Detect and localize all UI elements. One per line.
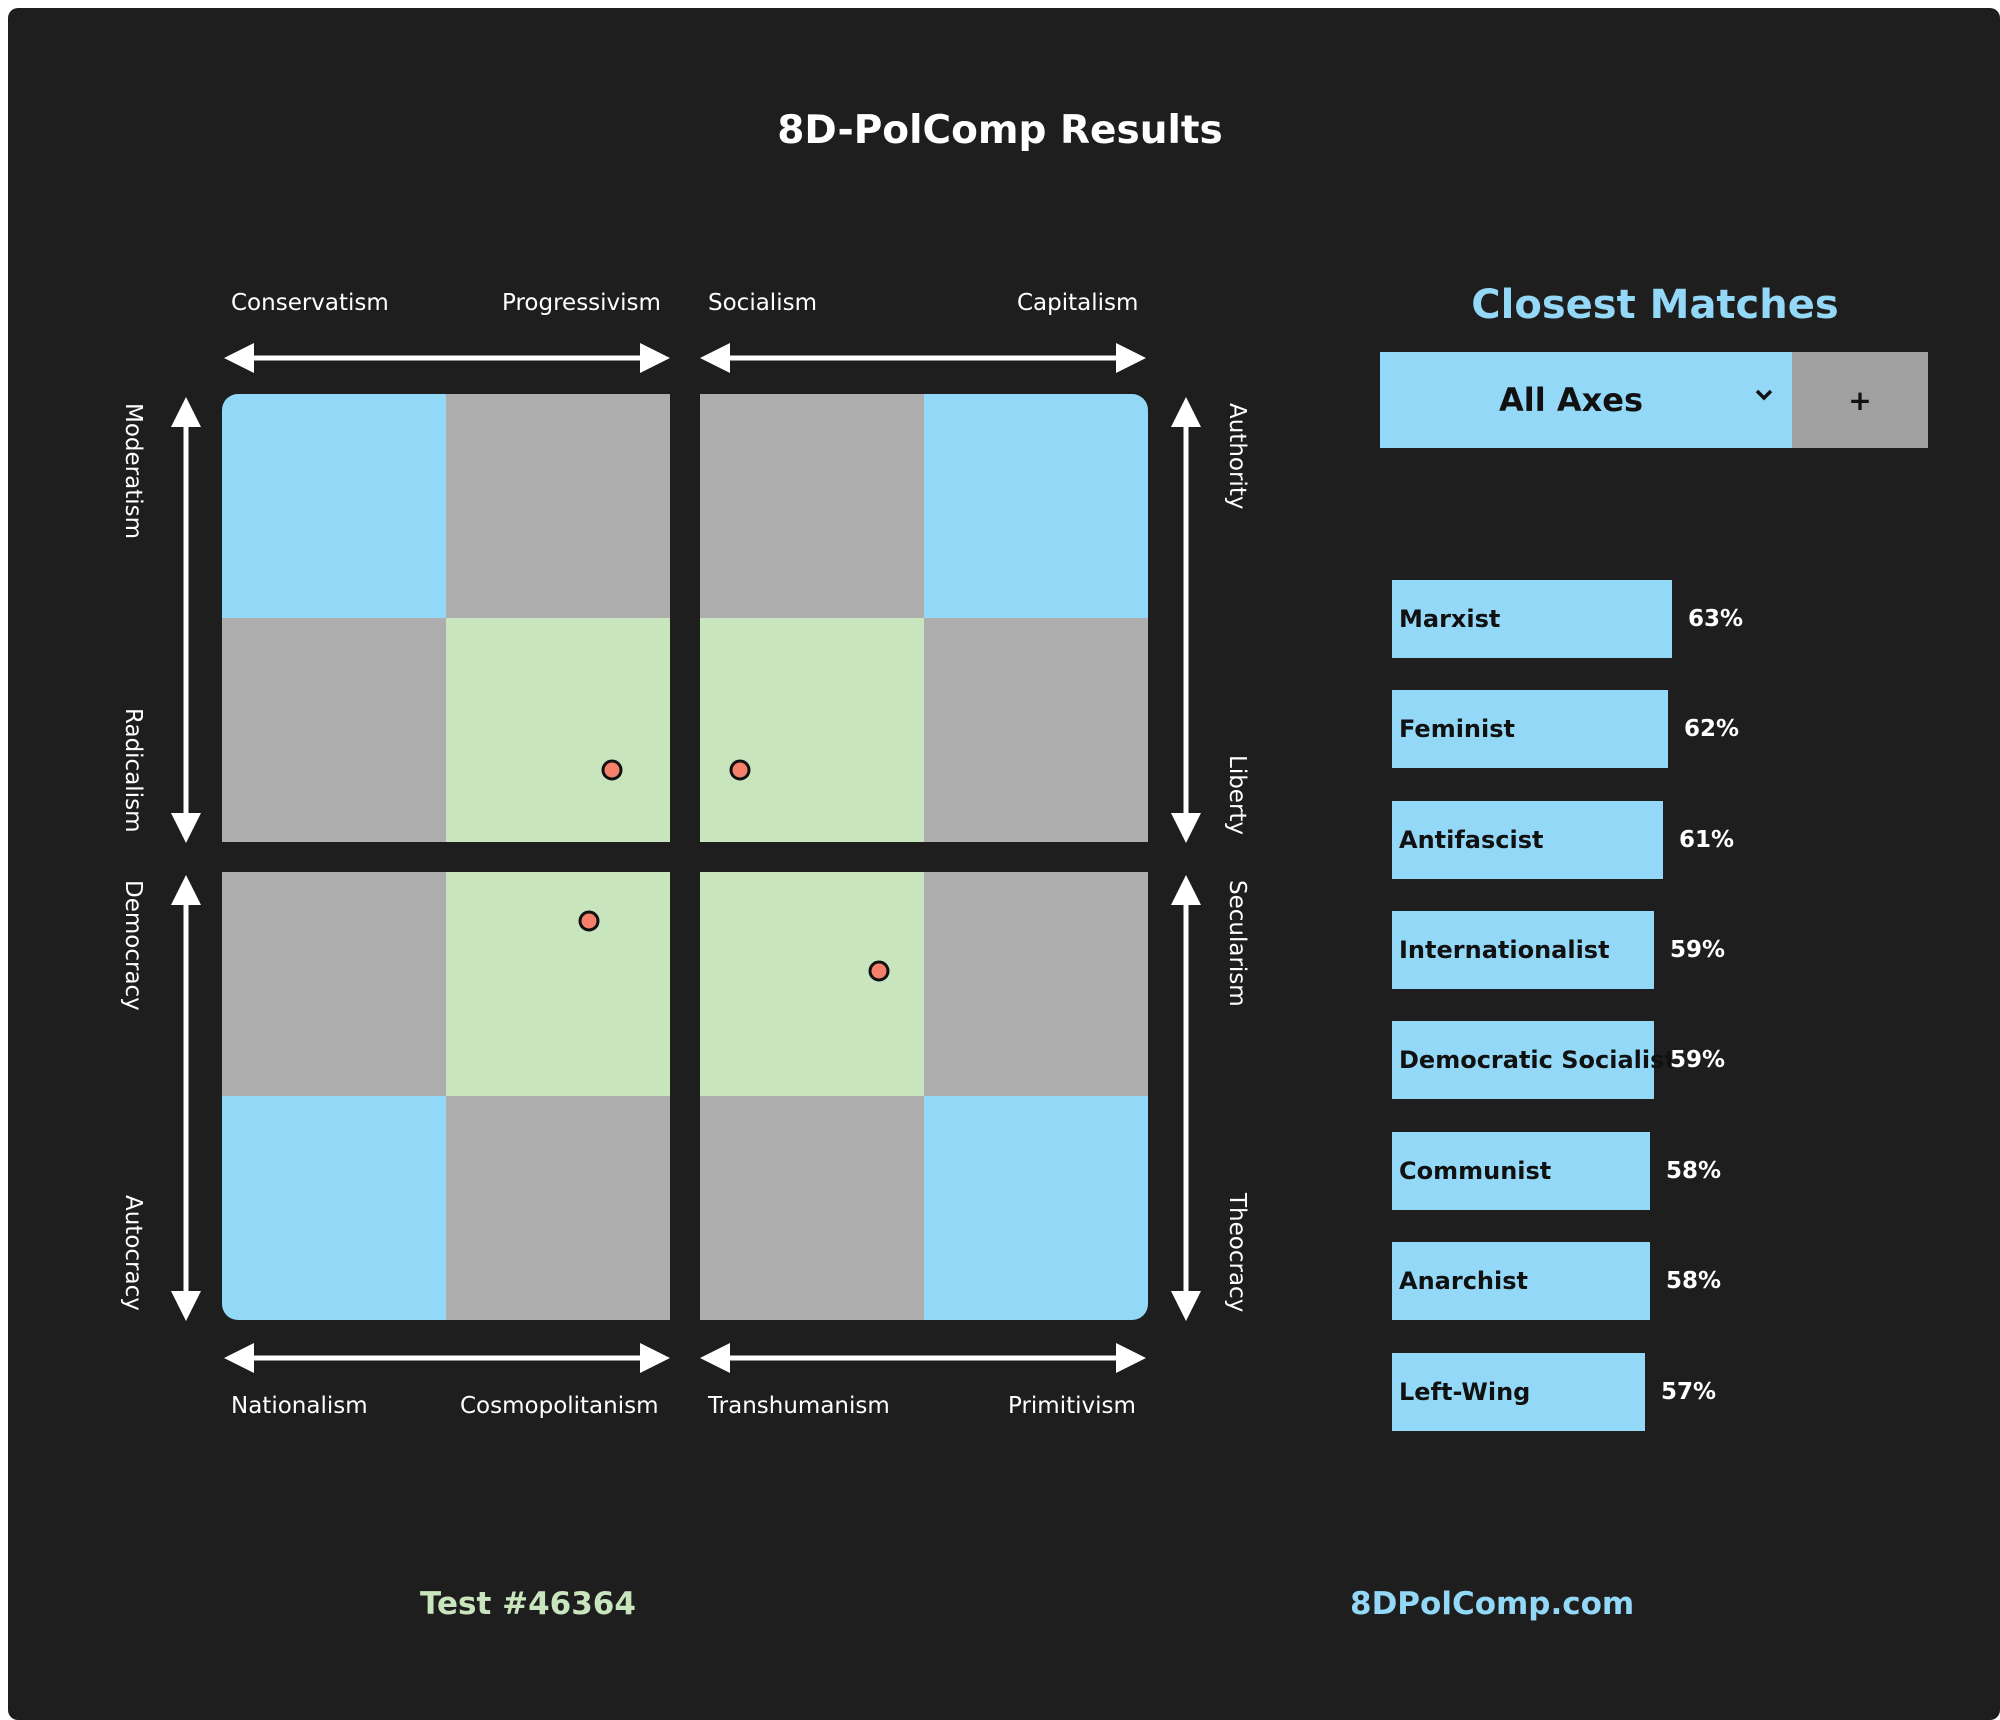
site-link[interactable]: 8DPolComp.com (1350, 1586, 1635, 1622)
match-bar-feminist: Feminist (1392, 690, 1668, 768)
axis-label-authority: Authority (1224, 403, 1250, 510)
axis-label-cosmopolitanism: Cosmopolitanism (460, 1393, 659, 1419)
match-percent: 61% (1679, 827, 1735, 853)
grid-cell (924, 1096, 1148, 1320)
grid-cell (700, 394, 924, 618)
match-bar-anarchist: Anarchist (1392, 1242, 1650, 1320)
axis-label-liberty: Liberty (1224, 755, 1250, 836)
grid-cell (222, 872, 446, 1096)
match-bar-democratic-socialist: Democratic Socialist (1392, 1021, 1676, 1099)
match-percent: 62% (1684, 716, 1740, 742)
grid-cell (924, 394, 1148, 618)
result-marker (578, 910, 600, 932)
grid-cell (700, 1096, 924, 1320)
match-percent: 58% (1666, 1158, 1722, 1184)
quadrant-top-left (222, 394, 670, 842)
closest-matches-title: Closest Matches (1471, 282, 1839, 328)
quadrant-bottom-left (222, 872, 670, 1320)
grid-cell (924, 872, 1148, 1096)
result-marker (601, 759, 623, 781)
result-marker (729, 759, 751, 781)
add-axis-button[interactable]: + (1792, 352, 1928, 448)
quadrant-bottom-right (700, 872, 1148, 1320)
axis-label-secularism: Secularism (1224, 880, 1250, 1007)
axis-label-conservatism: Conservatism (231, 290, 389, 316)
grid-cell (222, 394, 446, 618)
grid-cell (222, 1096, 446, 1320)
axis-label-theocracy: Theocracy (1224, 1193, 1250, 1313)
axis-label-socialism: Socialism (708, 290, 817, 316)
result-marker (868, 960, 890, 982)
axis-label-moderatism: Moderatism (120, 403, 146, 540)
grid-cell (446, 872, 670, 1096)
match-bar-antifascist: Antifascist (1392, 801, 1663, 879)
match-percent: 59% (1670, 1047, 1726, 1073)
grid-cell (446, 618, 670, 842)
results-panel (8, 8, 2000, 1720)
axis-label-capitalism: Capitalism (1017, 290, 1139, 316)
match-bar-internationalist: Internationalist (1392, 911, 1654, 989)
axis-label-radicalism: Radicalism (120, 708, 146, 833)
axes-select[interactable]: All Axes (1380, 352, 1792, 448)
match-bar-left-wing: Left-Wing (1392, 1353, 1645, 1431)
page-title: 8D-PolComp Results (777, 108, 1223, 153)
test-id: Test #46364 (420, 1586, 636, 1622)
match-percent: 58% (1666, 1268, 1722, 1294)
grid-cell (700, 618, 924, 842)
axis-label-democracy: Democracy (120, 880, 146, 1011)
match-percent: 57% (1661, 1379, 1717, 1405)
grid-cell (700, 872, 924, 1096)
axes-select-value: All Axes (1499, 381, 1643, 419)
grid-cell (446, 1096, 670, 1320)
axis-label-transhumanism: Transhumanism (708, 1393, 890, 1419)
grid-cell (222, 618, 446, 842)
grid-cell (446, 394, 670, 618)
axis-label-nationalism: Nationalism (231, 1393, 368, 1419)
chevron-down-icon (1755, 389, 1773, 401)
match-percent: 59% (1670, 937, 1726, 963)
match-percent: 63% (1688, 606, 1744, 632)
grid-cell (924, 618, 1148, 842)
axis-label-primitivism: Primitivism (1008, 1393, 1136, 1419)
axis-label-autocracy: Autocracy (120, 1195, 146, 1311)
quadrant-top-right (700, 394, 1148, 842)
match-bar-communist: Communist (1392, 1132, 1650, 1210)
match-bar-marxist: Marxist (1392, 580, 1672, 658)
axis-label-progressivism: Progressivism (502, 290, 661, 316)
